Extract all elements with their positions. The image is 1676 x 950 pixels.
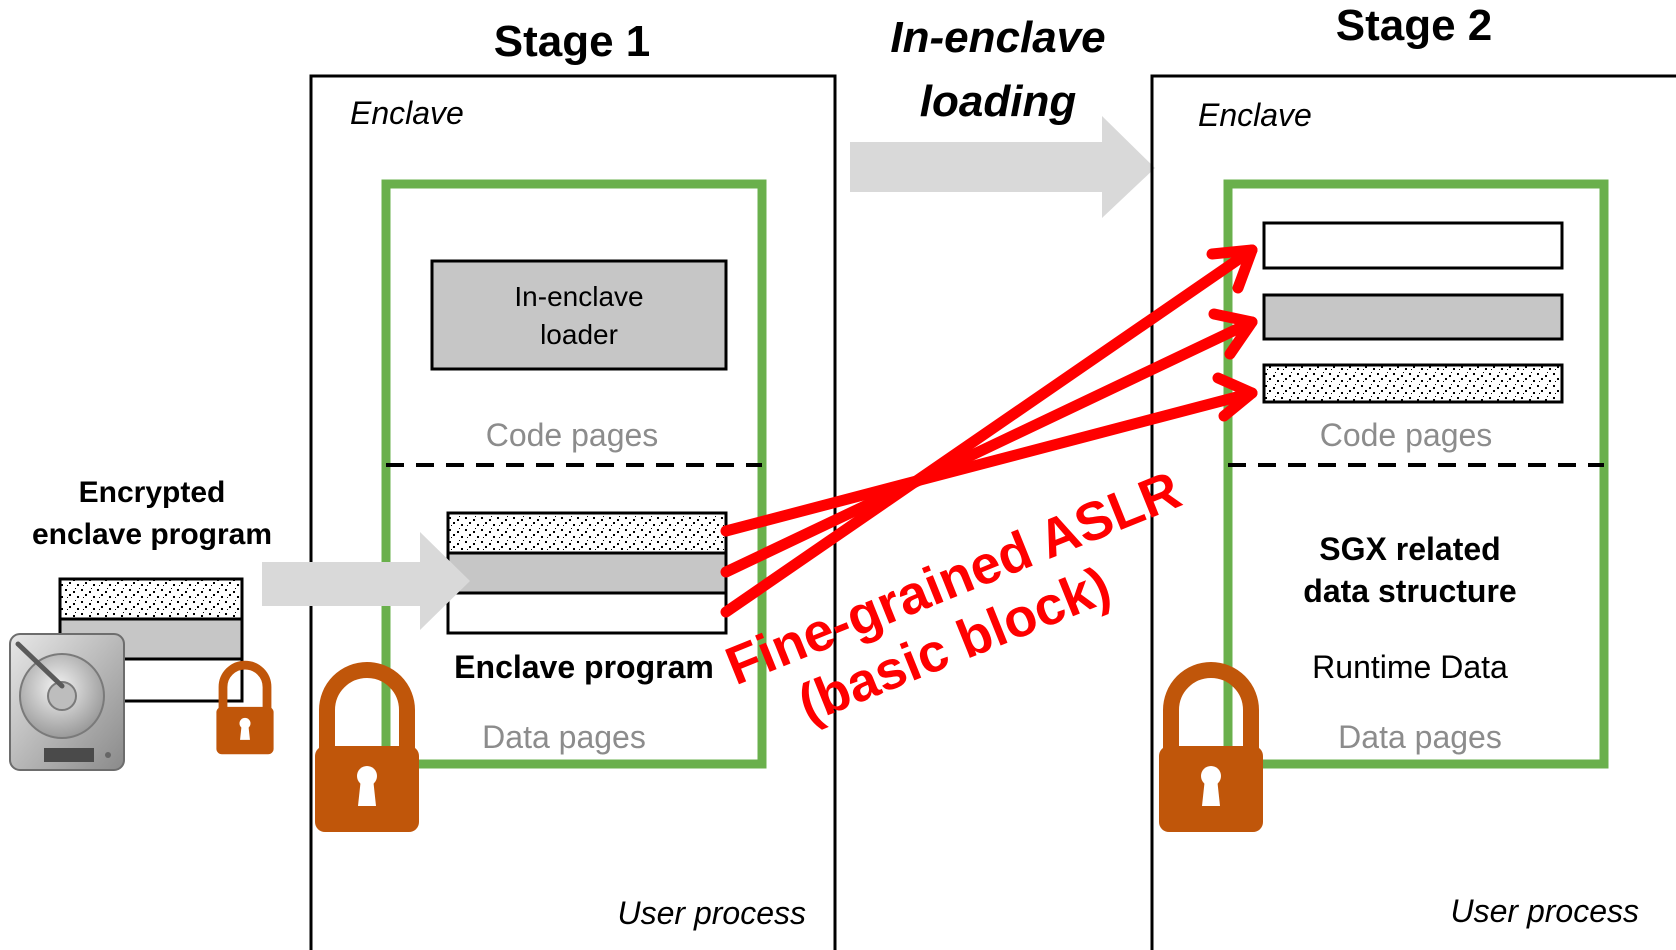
stage2-title: Stage 2: [1336, 1, 1493, 50]
aslr-arrow-to-white-head: [1206, 244, 1258, 294]
loading-arrow-icon: [850, 116, 1155, 218]
program-block-gray: [446, 551, 728, 595]
stage1-user-process-label: User process: [618, 895, 807, 931]
stage2-user-process-label: User process: [1451, 893, 1640, 929]
transition-label-line2: loading: [920, 77, 1077, 126]
sgx-structure-label-line2: data structure: [1303, 573, 1516, 609]
stage1-enclave-box: [381, 179, 767, 769]
loader-label-line1: In-enclave: [514, 281, 643, 312]
runtime-data-label: Runtime Data: [1312, 649, 1508, 685]
source-label-line1: Encrypted: [79, 476, 226, 509]
stage2-enclave-box: [1223, 179, 1609, 769]
stage1-data-pages-label: Data pages: [482, 719, 646, 755]
stage1-enclave-label: Enclave: [350, 95, 464, 131]
stage2-data-pages-label: Data pages: [1338, 719, 1502, 755]
in-enclave-loader-box: [430, 259, 728, 371]
aslr-arrows: [720, 244, 1258, 618]
lock-icon: [315, 670, 419, 832]
program-block-white: [446, 591, 728, 635]
stage2-user-process-box: [1150, 74, 1676, 950]
aslr-arrow-to-gray-head: [1208, 308, 1258, 360]
stage1-code-pages-label: Code pages: [486, 417, 659, 453]
enclave-program-label: Enclave program: [454, 649, 714, 685]
stage1-user-process-box: [309, 74, 837, 950]
lock-icon: [1159, 670, 1263, 832]
stage2-code-pages-label: Code pages: [1320, 417, 1493, 453]
stage2-block-dotted: [1262, 363, 1564, 404]
aslr-arrow-to-dotted-head: [1212, 372, 1258, 422]
loader-label-line2: loader: [540, 319, 618, 350]
stage2-block-white: [1262, 221, 1564, 270]
stage2-enclave-label: Enclave: [1198, 97, 1312, 133]
stage2-block-gray: [1262, 293, 1564, 341]
source-label-line2: enclave program: [32, 518, 272, 551]
aslr-arrow-to-white: [720, 244, 1258, 618]
lock-icon: [216, 665, 273, 754]
source-block-dotted: [58, 577, 244, 621]
hard-drive-icon: [9, 633, 125, 771]
aslr-arrow-to-gray: [720, 316, 1258, 578]
aslr-arrow-to-dotted: [720, 387, 1258, 537]
program-block-dotted: [446, 511, 728, 555]
transition-label-line1: In-enclave: [890, 13, 1105, 62]
load-arrow-icon: [262, 532, 470, 630]
sgx-structure-label-line1: SGX related: [1319, 531, 1500, 567]
stage1-title: Stage 1: [494, 17, 651, 66]
